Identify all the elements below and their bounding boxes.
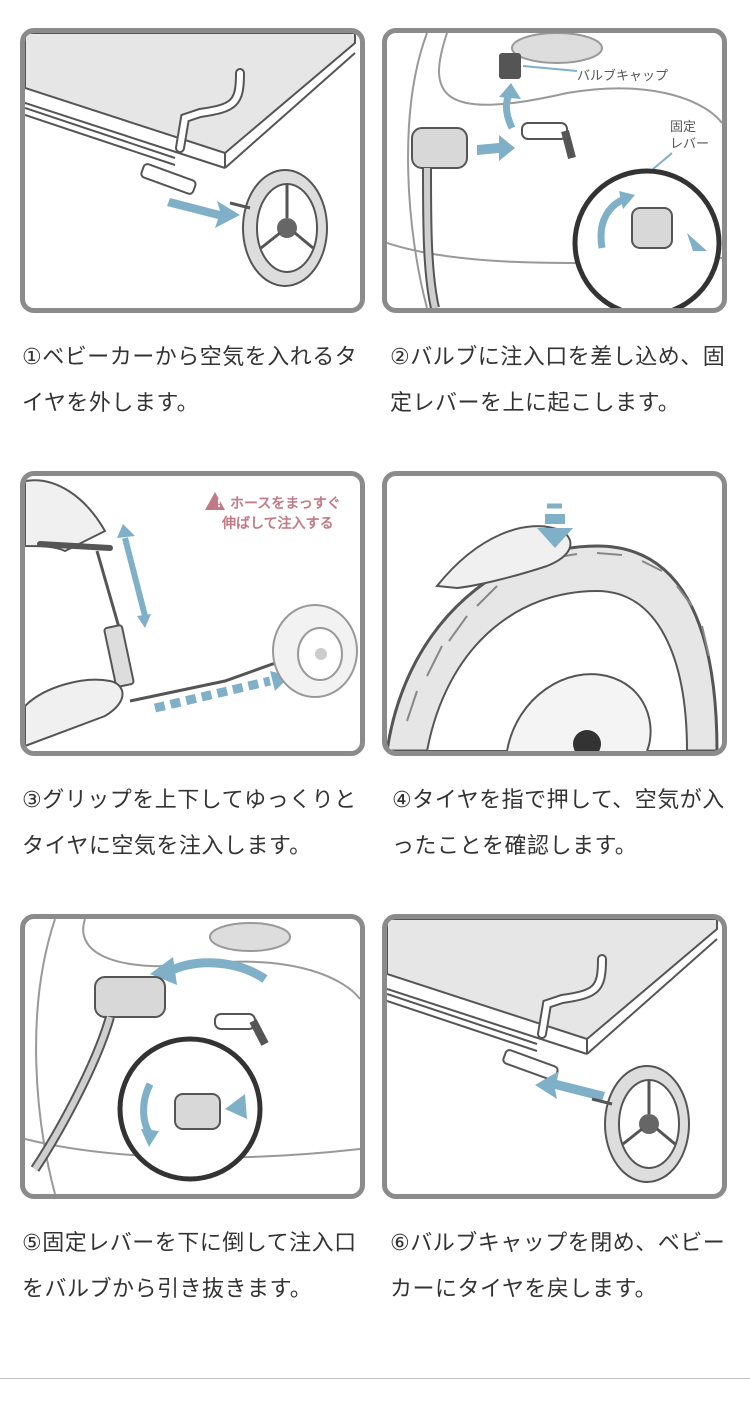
- step-6-illustration: [382, 914, 727, 1199]
- warning-text-line2: 伸ばして注入する: [221, 515, 334, 532]
- step-4-illustration: [382, 471, 727, 756]
- detach-pump-drawing: [25, 919, 360, 1194]
- warning-triangle-icon: [205, 492, 225, 510]
- step-3-illustration: ! ホースをまっすぐ 伸ばして注入する: [20, 471, 365, 756]
- step-3-caption: ③グリップを上下してゆっくりとタイヤに空気を注入します。: [22, 788, 357, 859]
- warning-text-line1: ホースをまっすぐ: [230, 496, 341, 512]
- step-2-caption: ②バルブに注入口を差し込め、固定レバーを上に起こします。: [390, 345, 726, 416]
- step-5-illustration: [20, 914, 365, 1199]
- remove-wheel-drawing: [25, 33, 356, 287]
- step-1-illustration: [20, 28, 365, 313]
- step-5-caption: ⑤固定レバーを下に倒して注入口をバルブから引き抜きます。: [22, 1231, 357, 1302]
- valve-cap-callout: バルブキャップ: [577, 68, 668, 84]
- reattach-wheel-drawing: [387, 919, 718, 1183]
- lever-callout-line2: レバー: [670, 137, 709, 152]
- attach-pump-drawing: バルブキャップ 固定 レバー: [387, 33, 722, 308]
- svg-text:!: !: [216, 497, 221, 510]
- bottom-divider: [0, 1378, 750, 1379]
- step-4-caption: ④タイヤを指で押して、空気が入ったことを確認します。: [392, 788, 725, 859]
- lever-callout-line1: 固定: [670, 120, 696, 135]
- step-6-caption: ⑥バルブキャップを閉め、ベビーカーにタイヤを戻します。: [390, 1231, 726, 1302]
- pump-grip-drawing: ! ホースをまっすぐ 伸ばして注入する: [25, 479, 358, 748]
- step-2-illustration: バルブキャップ 固定 レバー: [382, 28, 727, 313]
- step-1-caption: ①ベビーカーから空気を入れるタイヤを外します。: [22, 345, 358, 416]
- press-tire-drawing: [387, 503, 719, 751]
